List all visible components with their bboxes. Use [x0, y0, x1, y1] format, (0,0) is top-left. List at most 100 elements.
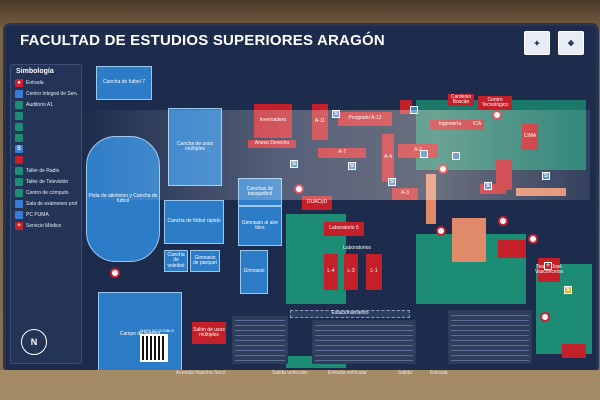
building-l3: L-3 [344, 254, 358, 290]
legend-item: Taller de Televisión [15, 177, 77, 186]
street-entrada-vehicular: Entrada vehicular [328, 370, 367, 376]
building-duacyd: DUACyD [302, 196, 332, 210]
legend-symbol-icon [15, 210, 23, 219]
legend-symbol-icon [15, 199, 23, 208]
legend-symbol-icon: ● [15, 78, 23, 87]
field-voleibol: Cancha de voleibol [164, 250, 188, 272]
building-ica: ICA [470, 120, 484, 130]
building-a3: A-3 [392, 188, 418, 200]
legend-item: Sala de exámenes profesionales [15, 199, 77, 208]
building-ingenieria-labs [498, 240, 526, 258]
field-gimnasio-aire-libre: Gimnasio al aire libre [238, 206, 282, 246]
building-a7: A-7 [318, 148, 366, 158]
field-futbol-rapido: Cancha de fútbol rápido [164, 200, 224, 244]
legend-symbol-icon [15, 122, 23, 131]
building-posgrado-a12: Posgrado A-12 [338, 112, 392, 126]
campus-map: Cancha de futbol 7 Cancha de usos múltip… [86, 64, 592, 370]
field-futbol-7: Cancha de futbol 7 [96, 66, 152, 100]
building-cardenio-boscan: Cardenio Boscán [448, 94, 474, 106]
fes-aragon-logo: ❖ [558, 31, 584, 55]
building-invernadero: Invernadero [254, 104, 292, 138]
legend-item-label: PC PUMA [26, 211, 49, 218]
gimnasio: Gimnasio [240, 250, 268, 294]
legend-symbol-icon [15, 155, 23, 164]
service-s-icon: S [332, 110, 340, 118]
entrance-marker-icon [498, 216, 508, 226]
field-usos-multiples: Cancha de usos múltiples [168, 108, 222, 186]
building-ingenieria: Ingeniería [430, 120, 470, 130]
legend-item: Centro de cómputo [15, 188, 77, 197]
legend-item-label: Centro de cómputo [26, 189, 69, 196]
legend-symbol-icon [15, 111, 23, 120]
building-a11: A-11 [312, 104, 328, 140]
north-label: N [30, 337, 38, 347]
service-s-icon: S [484, 182, 492, 190]
service-s-icon: S [388, 178, 396, 186]
entrance-marker-icon [492, 110, 502, 120]
parking-lot [448, 310, 532, 364]
building-centro-tecnologico: Centro Tecnológico [478, 96, 512, 110]
building-l4: L-4 [324, 254, 338, 290]
building-l1: L-1 [366, 254, 382, 290]
legend-item: ●Entrada [15, 78, 77, 87]
qr-code [140, 334, 168, 362]
laboratorios-label: Laboratorios [343, 245, 371, 252]
unam-logo: ✦ [524, 31, 550, 55]
legend-item-label: Taller de Radio [26, 167, 60, 174]
legend-item: +Servicio Médico [15, 221, 77, 230]
logos: ✦ ❖ [524, 31, 584, 55]
entrance-marker-icon [540, 312, 550, 322]
medical-cross-icon: + [544, 262, 552, 270]
entrance-marker-icon [528, 234, 538, 244]
legend-item-label: Entrada [26, 79, 44, 86]
legend-symbol-icon: S [15, 144, 23, 153]
legend-item: PC PUMA [15, 210, 77, 219]
building-cima: CIMA [522, 124, 538, 150]
qr-label: MAPA ACCESIBLE [140, 328, 175, 333]
entrance-marker-icon [438, 164, 448, 174]
field-atletismo: Pista de atletismo y Cancha de futbol [86, 136, 160, 262]
legend-item: Taller de Radio [15, 166, 77, 175]
building-anexo [562, 344, 586, 358]
north-compass-icon: N [21, 329, 47, 355]
building-small [400, 100, 412, 114]
legend-item [15, 111, 77, 120]
street-entrada: Entrada [430, 370, 448, 376]
entrance-marker-icon [110, 268, 120, 278]
street-salida-vehicular: Salida vehicular [272, 370, 308, 376]
legend-symbol-icon [15, 166, 23, 175]
building-laboratorio-5: Laboratorio 5 [324, 222, 364, 236]
legend-item [15, 133, 77, 142]
legend-symbol-icon [15, 100, 23, 109]
building-a5 [480, 184, 506, 194]
walkway [426, 174, 436, 224]
building-salon-usos-multiples: Salón de usos múltiples [192, 322, 226, 344]
campus-map-board: FACULTAD DE ESTUDIOS SUPERIORES ARAGÓN ✦… [6, 26, 596, 370]
entrance-marker-icon [294, 184, 304, 194]
parking-label: Estacionamiento [290, 310, 410, 318]
service-icon [420, 150, 428, 158]
street-salida: Salida [398, 370, 412, 376]
service-s-icon: S [290, 160, 298, 168]
walkway [516, 188, 566, 196]
legend-symbol-icon: + [15, 221, 23, 230]
legend-symbol-icon [15, 89, 23, 98]
legend-item [15, 155, 77, 164]
building-a2: A-2 [398, 144, 438, 158]
legend-item-label: Taller de Televisión [26, 178, 69, 185]
field-gimnasio-parquet: Gimnasio de parquet [190, 250, 220, 272]
field-basquetbol: Canchas de basquetbol [238, 178, 282, 206]
legend-item: Auditorio A1 [15, 100, 77, 109]
service-s-icon: S [564, 286, 572, 294]
legend-item: S [15, 144, 77, 153]
legend-heading: Simbología [16, 68, 54, 75]
building-small [496, 160, 512, 190]
legend-item-label: Sala de exámenes profesionales [26, 200, 77, 207]
parking-lot [312, 320, 416, 364]
plaza [452, 218, 486, 262]
parking-lot [232, 316, 288, 364]
legend-item-label: Servicio Médico [26, 222, 62, 229]
building-a4: A-4 [382, 134, 394, 182]
